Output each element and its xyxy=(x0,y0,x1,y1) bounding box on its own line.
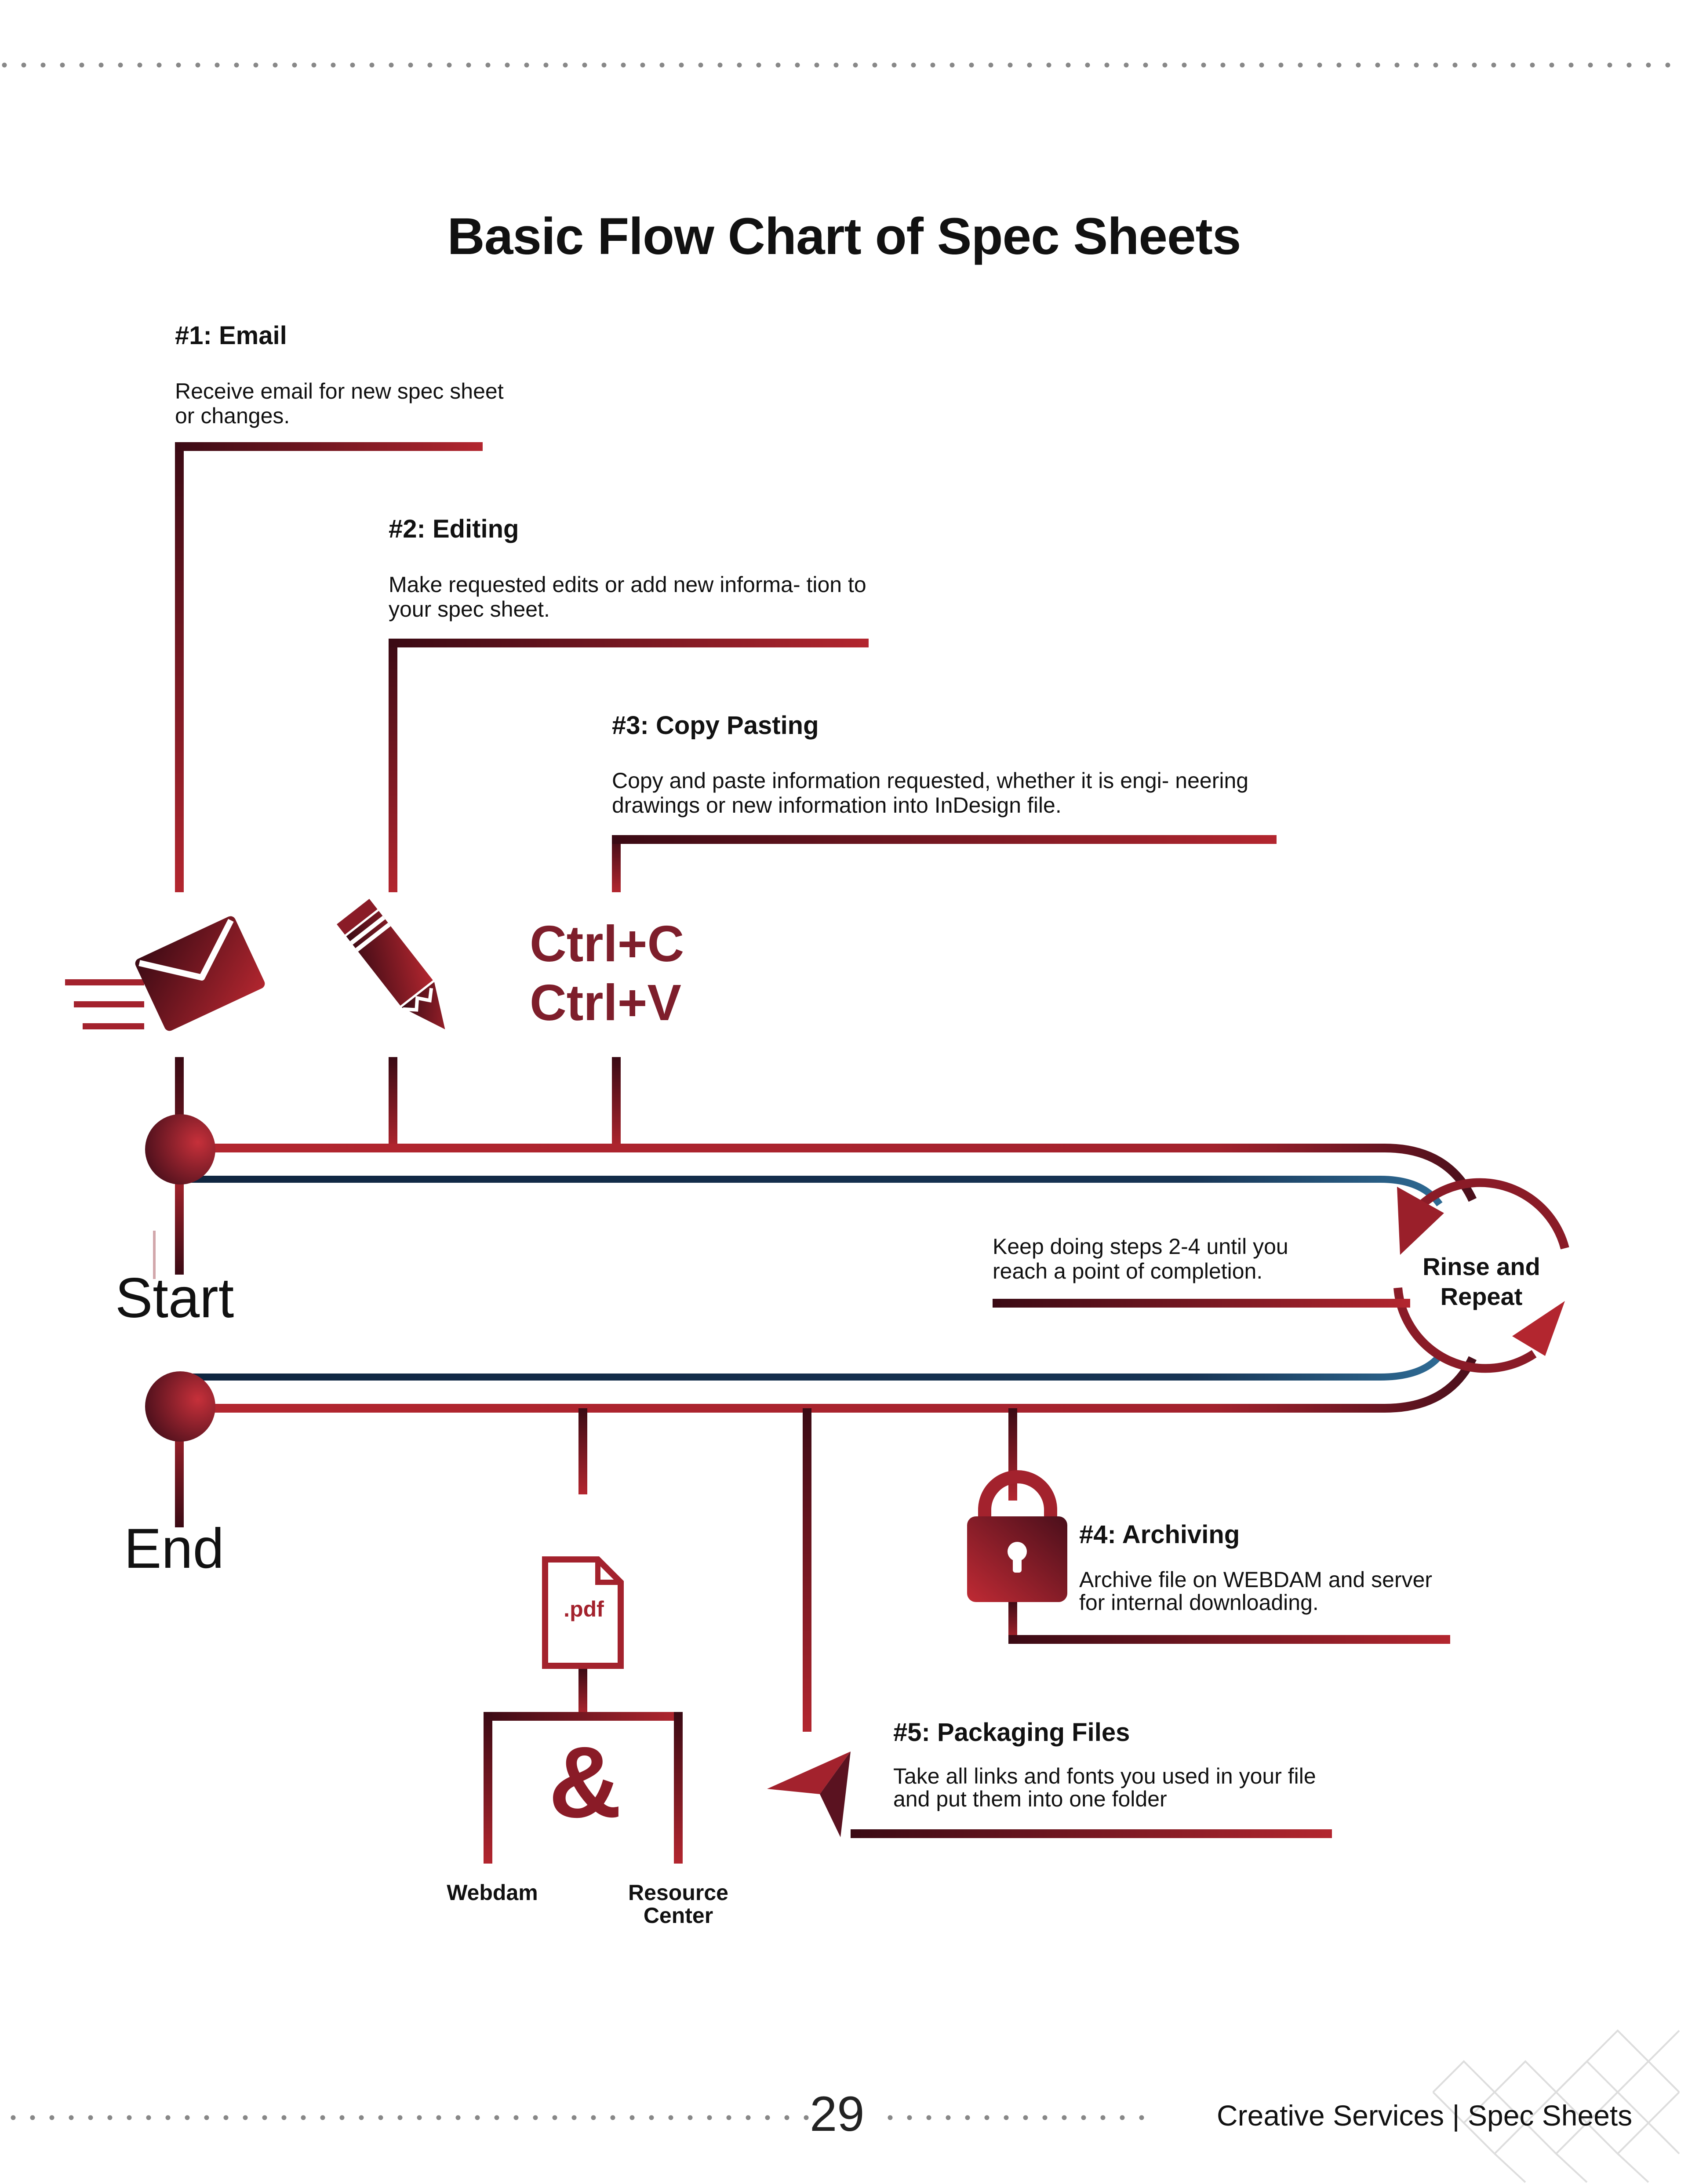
envelope-icon xyxy=(65,916,265,1031)
resource-center-label: Resource Center xyxy=(628,1880,728,1928)
upper-rail-blue xyxy=(176,1176,1443,1206)
webdam-label: Webdam xyxy=(447,1880,538,1905)
paper-plane-icon xyxy=(767,1752,851,1837)
loop-arrow-right xyxy=(1512,1301,1565,1356)
footer-text: Creative Services | Spec Sheets xyxy=(1217,2099,1633,2132)
loop-note-underline xyxy=(993,1299,1410,1308)
ampersand: & xyxy=(548,1726,622,1839)
page-number: 29 xyxy=(810,2086,865,2141)
end-label: End xyxy=(124,1517,224,1580)
rinse-repeat-label: Rinse and Repeat xyxy=(1422,1253,1540,1310)
start-label: Start xyxy=(115,1267,234,1330)
step-4-text: Archive file on WEBDAM and server for in… xyxy=(1079,1567,1433,1615)
end-dot xyxy=(145,1371,215,1442)
rinse-repeat-loop xyxy=(1393,1178,1569,1373)
step-1-text: Receive email for new spec sheet or chan… xyxy=(175,379,504,428)
step-2-text: Make requested edits or add new informa-… xyxy=(389,572,866,621)
step-2-connector xyxy=(389,639,869,1152)
start-dot xyxy=(145,1114,215,1185)
step-5-text: Take all links and fonts you used in you… xyxy=(893,1764,1316,1811)
step-1-title: #1: Email xyxy=(175,321,287,350)
pencil-icon xyxy=(337,898,445,1029)
decorative-lattice xyxy=(1432,2029,1680,2183)
paste-shortcut: Ctrl+V xyxy=(530,974,681,1031)
lock-icon xyxy=(967,1470,1067,1602)
page-title: Basic Flow Chart of Spec Sheets xyxy=(447,207,1241,265)
lower-rail-red xyxy=(176,1356,1477,1413)
step-2-title: #2: Editing xyxy=(389,515,519,543)
step-5-title: #5: Packaging Files xyxy=(893,1718,1130,1747)
copy-shortcut: Ctrl+C xyxy=(530,915,684,972)
step-3-title: #3: Copy Pasting xyxy=(612,711,819,740)
loop-arrow-left xyxy=(1397,1187,1444,1255)
step-4-title: #4: Archiving xyxy=(1079,1520,1240,1549)
step-3-text: Copy and paste information requested, wh… xyxy=(612,768,1249,818)
step-3-connector xyxy=(612,835,1277,1152)
lower-rail-blue xyxy=(176,1353,1443,1381)
pdf-file-icon xyxy=(542,1556,624,1669)
upper-rail-red xyxy=(176,1144,1477,1202)
pdf-label: .pdf xyxy=(564,1597,604,1621)
loop-note: Keep doing steps 2-4 until you reach a p… xyxy=(993,1234,1288,1283)
